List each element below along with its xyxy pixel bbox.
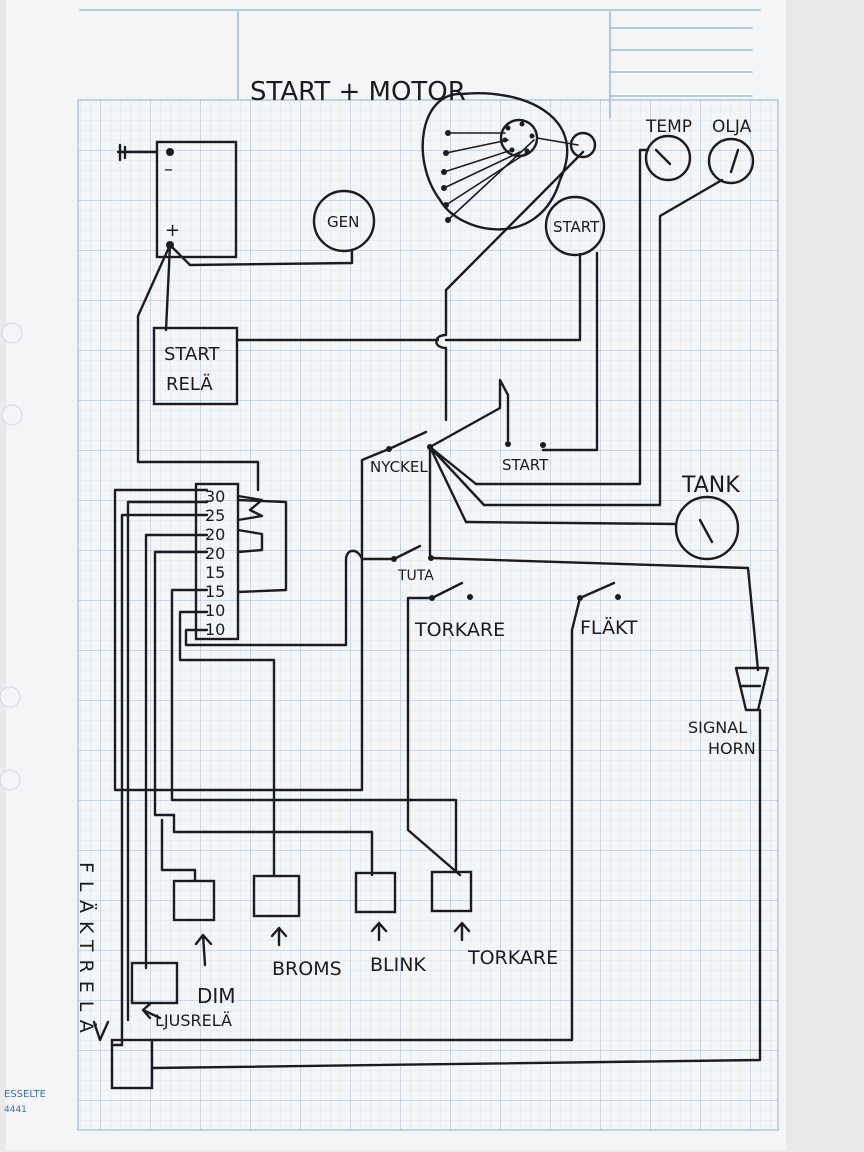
tuta-switch: TUTA [391,544,434,584]
flakt-rela: FLÄKTRELÄ [75,862,154,1090]
torkare-motor: TORKARE [430,870,558,969]
start-switch-label: START [502,456,549,474]
terminal-25: 25 [205,506,225,525]
flakt-switch-label: FLÄKT [580,616,638,639]
tank-label: TANK [681,473,740,498]
terminal-10a: 10 [205,601,225,620]
signal-horn-label-1: SIGNAL [688,718,747,737]
temp-gauge: TEMP [644,117,692,182]
flakt-rela-label: FLÄKTRELÄ [75,862,98,1041]
terminal-30: 30 [205,487,225,506]
dim-label: DIM [197,984,236,1008]
punch-hole [0,686,21,708]
terminal-20a: 20 [205,525,225,544]
blink-label: BLINK [370,954,426,976]
broms-lamp: BROMS [252,874,342,980]
signal-horn-label-2: HORN [708,739,756,758]
start-rela-label-2: RELÄ [166,374,213,395]
punch-hole [1,322,23,344]
torkare-switch: TORKARE [414,581,505,641]
start-rela-label-1: START [164,344,221,365]
start-switch: START [502,441,549,474]
nyckel-label: NYCKEL [370,458,428,476]
battery: – + [116,140,238,259]
page-title: START + MOTOR [250,77,466,107]
gen-label: GEN [327,213,359,231]
generator: GEN [312,189,376,253]
broms-label: BROMS [272,958,342,980]
punch-hole [1,404,23,426]
flakt-switch: FLÄKT [577,581,638,639]
battery-minus-sign: – [164,159,173,180]
blink-lamp: BLINK [354,871,426,976]
temp-label: TEMP [645,117,692,137]
torkare-label: TORKARE [467,947,558,969]
olja-gauge: OLJA [707,117,755,185]
tuta-label: TUTA [397,568,434,584]
start-motor: START [544,195,606,257]
tank-gauge: TANK [674,473,740,561]
distributor [421,92,579,231]
terminal-block: 30 25 20 20 15 15 10 10 [194,482,240,641]
terminal-15b: 15 [205,582,225,601]
start-relay: START RELÄ [152,326,239,406]
olja-label: OLJA [712,117,752,137]
start-motor-label: START [553,218,600,236]
brand-name: ESSELTE [4,1089,46,1100]
brand-code: 4441 [4,1105,27,1115]
terminal-15a: 15 [205,563,225,582]
signal-horn: SIGNAL HORN [688,666,770,758]
terminal-10b: 10 [205,620,225,639]
torkare-switch-label: TORKARE [414,619,505,641]
dim-lamp: DIM [172,879,236,1008]
terminal-20b: 20 [205,544,225,563]
graph-grid [77,99,779,1131]
ljusrela: LJUSRELÄ [130,961,232,1030]
ljusrela-label: LJUSRELÄ [155,1011,232,1030]
battery-plus-sign: + [165,220,180,241]
title-block [79,9,761,119]
punch-hole [0,769,21,791]
ignition-coil [569,131,597,159]
